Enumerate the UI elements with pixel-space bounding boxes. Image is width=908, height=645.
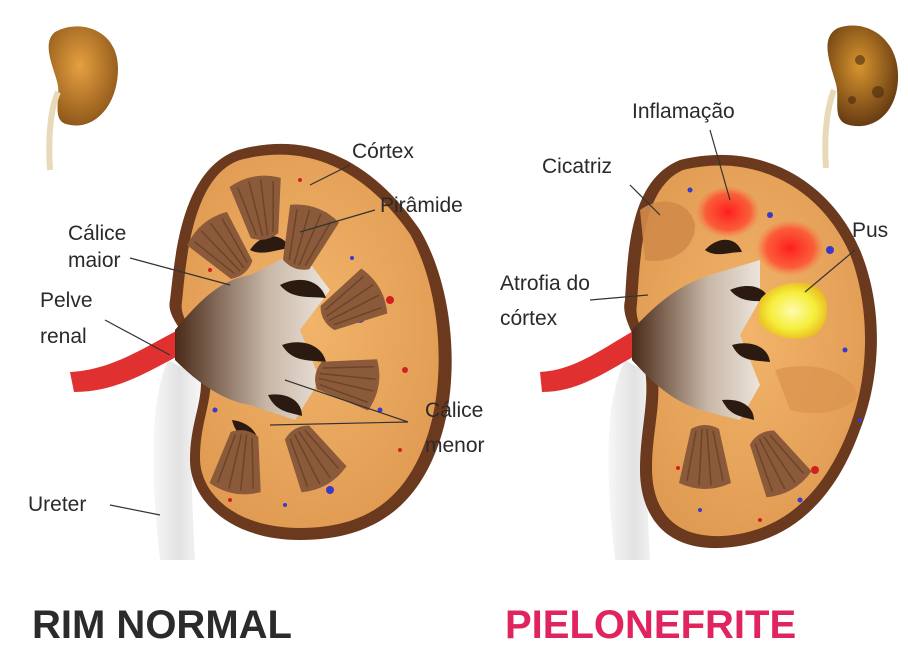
- label-piramide: Pirâmide: [380, 194, 463, 217]
- label-calice-maior-line2: maior: [68, 249, 121, 272]
- small-diseased-kidney: [825, 25, 898, 168]
- label-cicatriz: Cicatriz: [542, 155, 612, 178]
- label-pelve-line2: renal: [40, 325, 87, 348]
- label-pelve-line1: Pelve: [40, 289, 93, 312]
- label-pus: Pus: [852, 219, 888, 242]
- label-cortex: Córtex: [352, 140, 414, 163]
- title-rim-normal: RIM NORMAL: [32, 603, 292, 645]
- label-ureter: Ureter: [28, 493, 86, 516]
- label-atrofia-line1: Atrofia do: [500, 272, 590, 295]
- label-calice-menor-line1: Cálice: [425, 399, 483, 422]
- label-atrofia-line2: córtex: [500, 307, 558, 330]
- label-calice-maior-line1: Cálice: [68, 222, 126, 245]
- inflammation-area-2: [756, 220, 824, 276]
- label-inflamacao: Inflamação: [632, 100, 735, 123]
- label-calice-menor-line2: menor: [425, 434, 485, 457]
- title-pielonefrite: PIELONEFRITE: [505, 603, 796, 645]
- small-normal-kidney: [49, 26, 118, 170]
- pyelonephritis-kidney: [540, 155, 877, 560]
